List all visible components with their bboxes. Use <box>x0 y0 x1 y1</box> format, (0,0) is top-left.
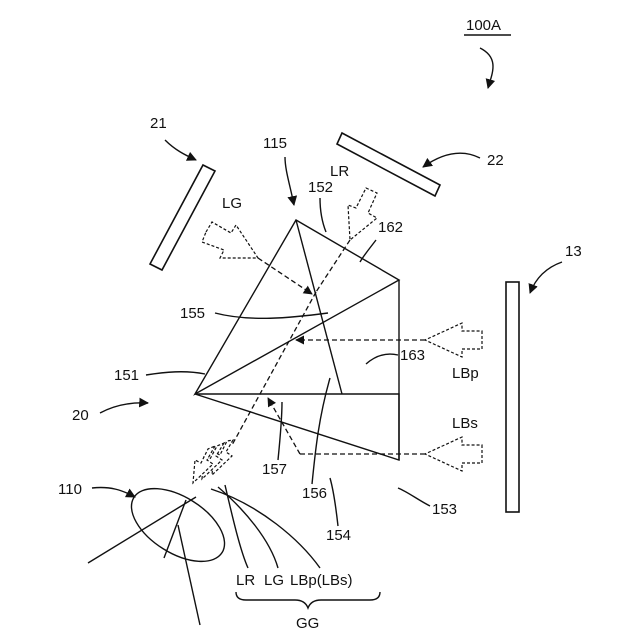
panel-22-label: 22 <box>487 152 504 169</box>
ref-162-leader <box>360 240 376 262</box>
ref-157: 157 <box>262 461 287 478</box>
lens-axis-2 <box>178 525 200 625</box>
device-label: 100A <box>466 17 501 34</box>
out-lb-label: LBp(LBs) <box>290 572 353 589</box>
ref-156: 156 <box>302 485 327 502</box>
ref-163-leader <box>366 354 398 364</box>
gg-label: GG <box>296 615 319 632</box>
ref-152-leader <box>320 198 326 232</box>
ref-157-leader <box>278 402 282 460</box>
ref-151: 151 <box>114 367 139 384</box>
optical-unit-leader <box>100 403 148 413</box>
lens-leader <box>92 487 135 497</box>
out-lg-leader <box>218 487 278 568</box>
panel-13-label: 13 <box>565 243 582 260</box>
lens-label: 110 <box>58 481 82 498</box>
lr-input-arrow <box>348 188 377 240</box>
prism-115-leader <box>285 157 294 205</box>
ref-154-leader <box>330 478 338 526</box>
prism-115-label: 115 <box>263 135 287 152</box>
ref-153-leader <box>398 488 430 506</box>
lbp-input-arrow <box>425 323 482 357</box>
panel-22-leader <box>423 153 480 167</box>
device-leader-arrow <box>480 48 493 88</box>
ref-155: 155 <box>180 305 205 322</box>
ref-163: 163 <box>400 347 425 364</box>
out-lr-leader <box>225 485 248 568</box>
output-path <box>232 292 316 445</box>
lg-input-arrow <box>202 222 258 258</box>
ref-155-leader <box>215 313 328 318</box>
ref-162: 162 <box>378 219 403 236</box>
ref-153: 153 <box>432 501 457 518</box>
out-lg-label: LG <box>264 572 284 589</box>
prism-inner-edge-155 <box>296 220 342 394</box>
ref-154: 154 <box>326 527 351 544</box>
panel-13 <box>506 282 519 512</box>
out-lr-label: LR <box>236 572 255 589</box>
ref-152: 152 <box>308 179 333 196</box>
lbs-input-arrow <box>425 437 482 471</box>
lr-path <box>316 240 350 292</box>
lg-path <box>258 258 312 294</box>
lbp-input-label: LBp <box>452 365 479 382</box>
panel-21 <box>150 165 215 270</box>
panel-21-label: 21 <box>150 115 167 132</box>
optical-unit-label: 20 <box>72 407 89 424</box>
panel-13-leader <box>530 262 562 293</box>
lg-input-label: LG <box>222 195 242 212</box>
gg-brace <box>236 592 380 608</box>
panel-22 <box>337 133 440 196</box>
lr-input-label: LR <box>330 163 349 180</box>
lbs-input-label: LBs <box>452 415 478 432</box>
panel-21-leader <box>165 140 196 160</box>
ref-151-leader <box>146 372 205 375</box>
